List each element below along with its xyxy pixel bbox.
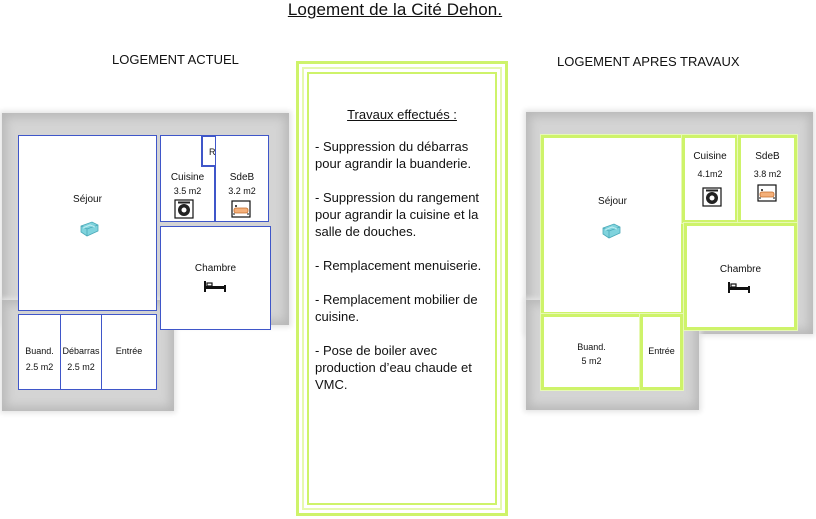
sofa-icon: [78, 220, 100, 238]
after-plan-heading: LOGEMENT APRES TRAVAUX: [557, 54, 740, 69]
room-buanderie: Buand. 2.5 m2: [18, 314, 61, 390]
room-chambre: Chambre: [684, 223, 797, 330]
works-item: - Remplacement mobilier de cuisine.: [315, 292, 478, 324]
room-label: Cuisine: [693, 151, 727, 162]
stove-icon: [174, 199, 194, 219]
works-item: - Suppression du rangement pour agrandir…: [315, 190, 480, 239]
room-entree: Entrée: [640, 314, 683, 390]
bed-icon: [203, 279, 227, 293]
room-label: Séjour: [73, 194, 102, 205]
room-label: Cuisine: [170, 172, 205, 183]
current-plan-heading: LOGEMENT ACTUEL: [112, 52, 239, 67]
room-area: 2.5 m2: [67, 362, 95, 372]
room-label: Buand.: [25, 346, 54, 356]
works-heading: Travaux effectués :: [347, 107, 457, 122]
bed-icon: [727, 280, 751, 294]
stove-icon: [702, 187, 722, 207]
room-area: 5 m2: [581, 356, 602, 366]
room-area: 3.8 m2: [753, 169, 782, 179]
room-buanderie: Buand. 5 m2: [541, 314, 642, 390]
room-debarras: Débarras 2.5 m2: [60, 314, 102, 390]
page-title: Logement de la Cité Dehon.: [287, 0, 503, 19]
room-chambre: Chambre: [160, 226, 271, 330]
room-label: Buand.: [577, 342, 606, 352]
room-label: Débarras: [62, 346, 100, 356]
bath-icon: [231, 200, 251, 218]
room-label: Chambre: [719, 264, 762, 275]
works-item: - Remplacement menuiserie.: [315, 258, 482, 273]
works-item: - Pose de boiler avec production d’eau c…: [315, 343, 472, 392]
room-sdeb: SdeB 3.8 m2: [738, 135, 797, 223]
room-label: SdeB: [755, 151, 780, 162]
bath-icon: [757, 184, 777, 202]
room-entree: Entrée: [101, 314, 157, 390]
room-area: 3.5 m2: [173, 186, 202, 196]
room-area: 4.1m2: [697, 169, 723, 179]
room-label: SdeB: [229, 172, 255, 183]
room-sejour: Séjour: [18, 135, 157, 311]
works-panel: Travaux effectués : - Suppression du déb…: [296, 61, 508, 516]
room-area: 3.2 m2: [228, 186, 256, 196]
room-sejour: Séjour: [541, 135, 684, 315]
room-label: Entrée: [648, 346, 675, 356]
works-item: - Suppression du débarras pour agrandir …: [315, 139, 472, 171]
room-area: 2.5 m2: [25, 362, 54, 372]
works-panel-inner: Travaux effectués : - Suppression du déb…: [307, 72, 497, 505]
room-label: Séjour: [598, 196, 627, 207]
works-list: - Suppression du débarras pour agrandir …: [315, 138, 491, 410]
room-label: Entrée: [115, 346, 143, 356]
sofa-icon: [600, 222, 622, 240]
room-cuisine: Cuisine 4.1m2: [682, 135, 738, 223]
room-sdeb: SdeB 3.2 m2: [215, 135, 269, 222]
room-label: Chambre: [194, 263, 237, 274]
